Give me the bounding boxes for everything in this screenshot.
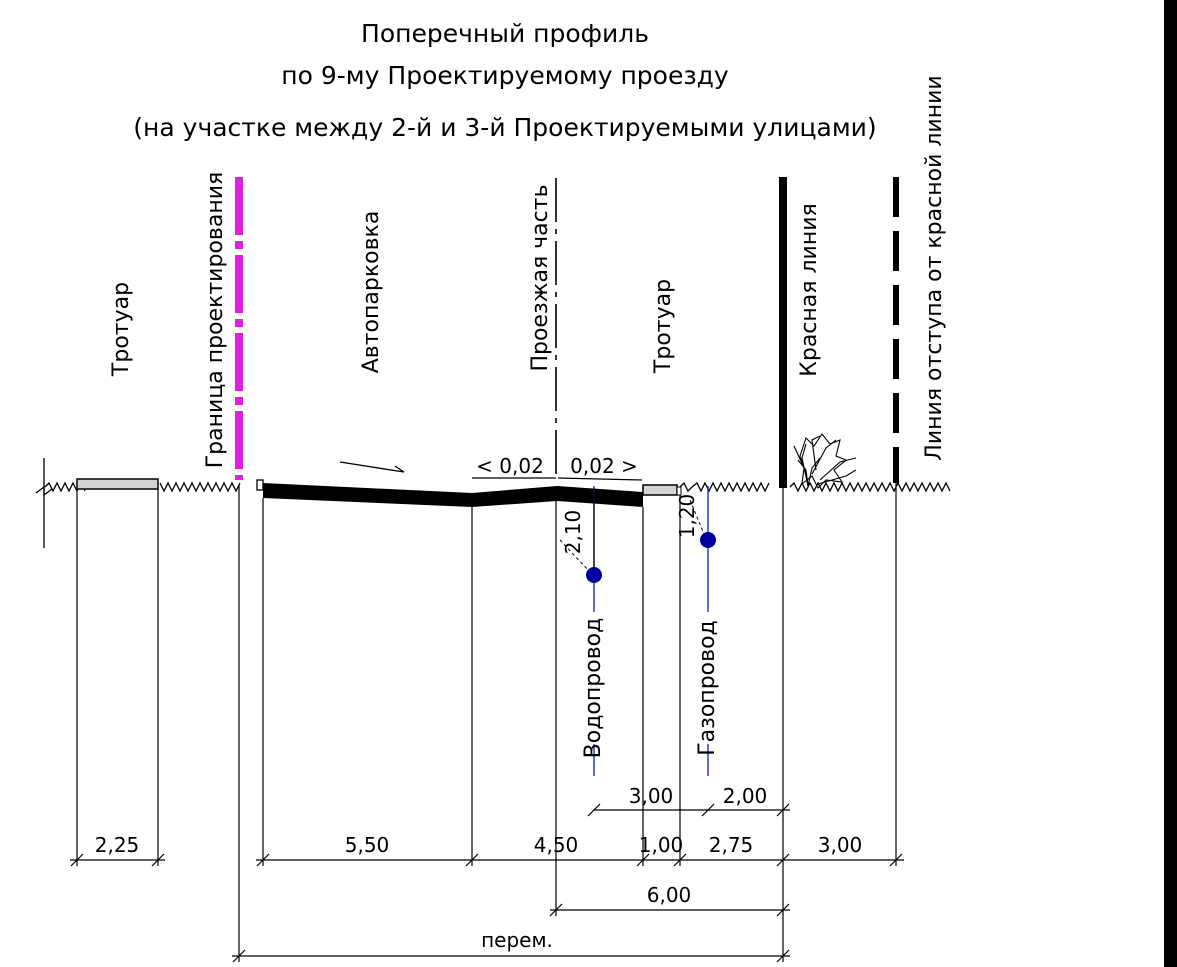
label-carriageway: Проезжая часть — [528, 184, 553, 371]
label-design-boundary: Граница проектирования — [203, 172, 228, 469]
dim-row-axis — [549, 903, 790, 917]
water-depth-tick — [559, 539, 589, 571]
label-parking: Автопарковка — [359, 211, 384, 374]
slope-left-label: < 0,02 — [476, 454, 544, 478]
label-sidewalk-right: Тротуар — [651, 279, 676, 374]
gas-depth-label: 1,20 — [675, 494, 699, 539]
dim-total: перем. — [481, 928, 553, 952]
title-line-3: (на участке между 2-й и 3-й Проектируемы… — [133, 113, 876, 142]
break-marker — [35, 458, 53, 548]
dim-row-utilities — [587, 803, 790, 817]
dim-water-to-red: 3,00 — [629, 784, 674, 808]
sidewalk-right-slab — [642, 484, 678, 496]
utility-gas: 1,20 Газопровод — [675, 486, 720, 776]
water-depth-label: 2,10 — [561, 510, 585, 555]
curb-left — [256, 479, 264, 491]
curb-right — [676, 486, 682, 496]
label-setback-line: Линия отступа от красной линии — [922, 75, 947, 460]
dim-row-main — [70, 853, 904, 867]
dim-sidewalk-right: 2,75 — [709, 833, 754, 857]
dim-parking: 5,50 — [345, 833, 390, 857]
sidewalk-left-slab — [76, 478, 159, 490]
dim-row-total — [232, 949, 790, 963]
extension-lines — [76, 483, 897, 962]
dim-curb: 1,00 — [639, 833, 684, 857]
gas-pipe-icon — [700, 532, 716, 548]
ground-line — [44, 481, 951, 493]
dim-carriageway: 4,50 — [534, 833, 579, 857]
utility-water: 2,10 Водопровод — [559, 486, 606, 776]
gas-depth-tick — [689, 499, 705, 535]
shrub-icon — [793, 433, 857, 489]
water-pipe-icon — [586, 567, 602, 583]
pavement — [263, 483, 643, 507]
water-label: Водопровод — [581, 618, 606, 759]
dim-axis-to-red: 6,00 — [647, 883, 692, 907]
title-line-1: Поперечный профиль — [361, 19, 649, 48]
slope-arrow-parking — [339, 461, 405, 473]
dim-setback: 3,00 — [818, 833, 863, 857]
label-red-line: Красная линия — [797, 203, 822, 377]
dim-sidewalk-left: 2,25 — [95, 833, 140, 857]
zone-labels: Тротуар Граница проектирования Автопарко… — [109, 75, 947, 468]
dim-gas-to-red: 2,00 — [723, 784, 768, 808]
slope-right-label: 0,02 > — [570, 454, 638, 478]
title-line-2: по 9-му Проектируемому проезду — [281, 61, 729, 90]
label-sidewalk-left: Тротуар — [109, 282, 134, 377]
slope-underline-right — [557, 477, 643, 481]
frame-border — [1164, 0, 1177, 967]
gas-label: Газопровод — [695, 620, 720, 756]
